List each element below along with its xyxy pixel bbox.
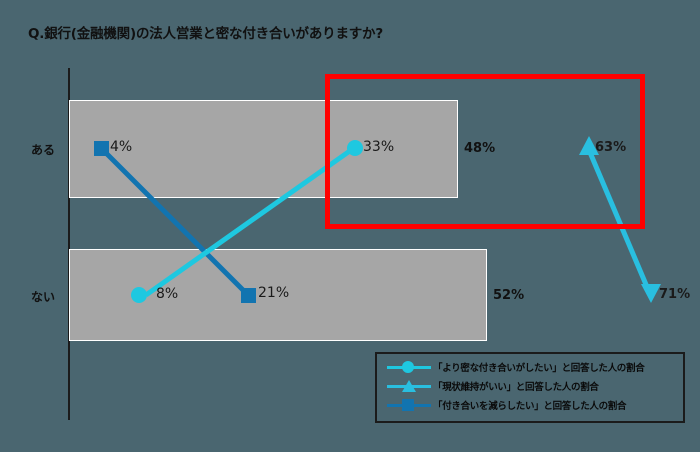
bar-value-nai: 52% <box>493 288 525 303</box>
highlight-rectangle <box>325 74 645 229</box>
legend-label-square: 「付き合いを減らしたい」と回答した人の割合 <box>433 401 627 412</box>
legend-item-circle[interactable]: 「より密な付き合いがしたい」と回答した人の割合 <box>385 357 645 377</box>
marker-square-aru <box>94 141 109 156</box>
marker-circle-nai <box>131 287 147 303</box>
category-label-nai: ない <box>31 290 56 304</box>
legend-item-square[interactable]: 「付き合いを減らしたい」と回答した人の割合 <box>385 395 627 415</box>
y-axis-line <box>68 68 70 420</box>
series-square-line <box>99 146 250 297</box>
point-label-square-nai: 21% <box>258 285 290 301</box>
bar-value-aru: 48% <box>464 141 496 156</box>
point-label-triangle-aru: 63% <box>595 140 627 155</box>
legend-item-triangle[interactable]: 「現状維持がいい」と回答した人の割合 <box>385 376 599 396</box>
legend-label-circle: 「より密な付き合いがしたい」と回答した人の割合 <box>433 363 645 374</box>
legend-triangle-icon <box>385 376 433 396</box>
point-label-circle-aru: 33% <box>363 139 395 155</box>
category-label-aru: ある <box>31 143 56 157</box>
point-label-triangle-nai: 71% <box>659 287 691 302</box>
marker-triangle-nai <box>641 284 661 303</box>
marker-circle-aru <box>347 140 363 156</box>
legend-circle-icon <box>385 357 433 377</box>
series-triangle-line <box>586 149 653 295</box>
point-label-square-aru: 4% <box>110 139 133 155</box>
series-circle-line <box>144 145 356 298</box>
point-label-circle-nai: 8% <box>156 286 179 302</box>
page-title: Q.銀行(金融機関)の法人営業と密な付き合いがありますか? <box>28 26 383 42</box>
marker-triangle-aru <box>579 136 599 155</box>
legend-square-icon <box>385 395 433 415</box>
legend: 「より密な付き合いがしたい」と回答した人の割合 「現状維持がいい」と回答した人の… <box>375 352 685 423</box>
legend-label-triangle: 「現状維持がいい」と回答した人の割合 <box>433 382 599 393</box>
marker-square-nai <box>241 288 256 303</box>
